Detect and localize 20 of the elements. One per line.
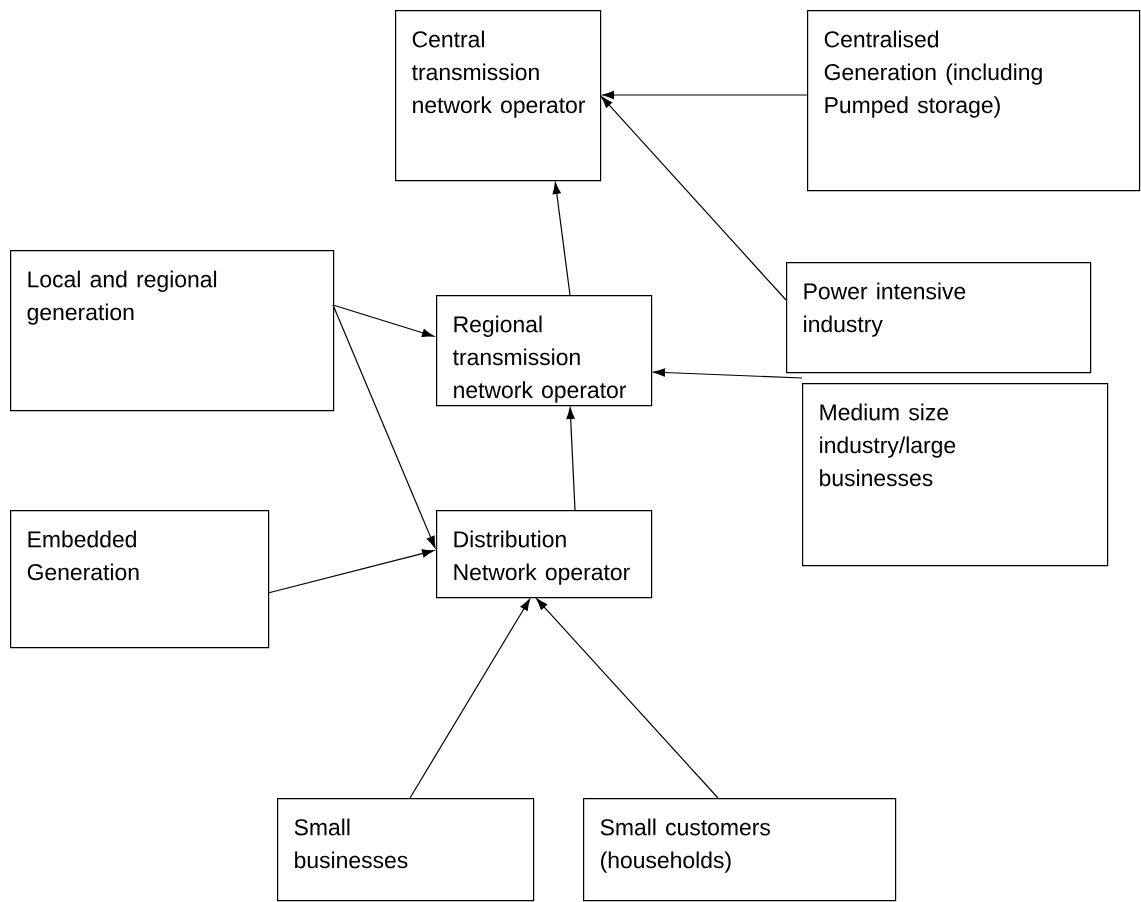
arrow (653, 368, 803, 379)
process-box: Small businesses (277, 798, 535, 902)
process-box: Central transmission network operator (395, 10, 602, 182)
process-box: Embedded Generation (10, 510, 270, 649)
process-box: Centralised Generation (including Pumped storage) (807, 10, 1141, 192)
arrow (267, 549, 434, 594)
process-box: Distribution Network operator (436, 510, 653, 599)
arrow (602, 90, 808, 100)
process-box: Regional transmission network operator (436, 295, 653, 407)
arrow (332, 304, 436, 548)
arrow (601, 96, 787, 301)
process-box: Power intensive industry (786, 262, 1092, 374)
arrow (536, 598, 719, 799)
process-box: Small customers (households) (583, 798, 897, 902)
arrow (332, 304, 434, 337)
process-box: Local and regional generation (10, 250, 335, 412)
arrow (566, 407, 576, 511)
arrow (409, 598, 531, 799)
arrow (552, 182, 571, 296)
process-box: Medium size industry/large businesses (802, 383, 1109, 567)
